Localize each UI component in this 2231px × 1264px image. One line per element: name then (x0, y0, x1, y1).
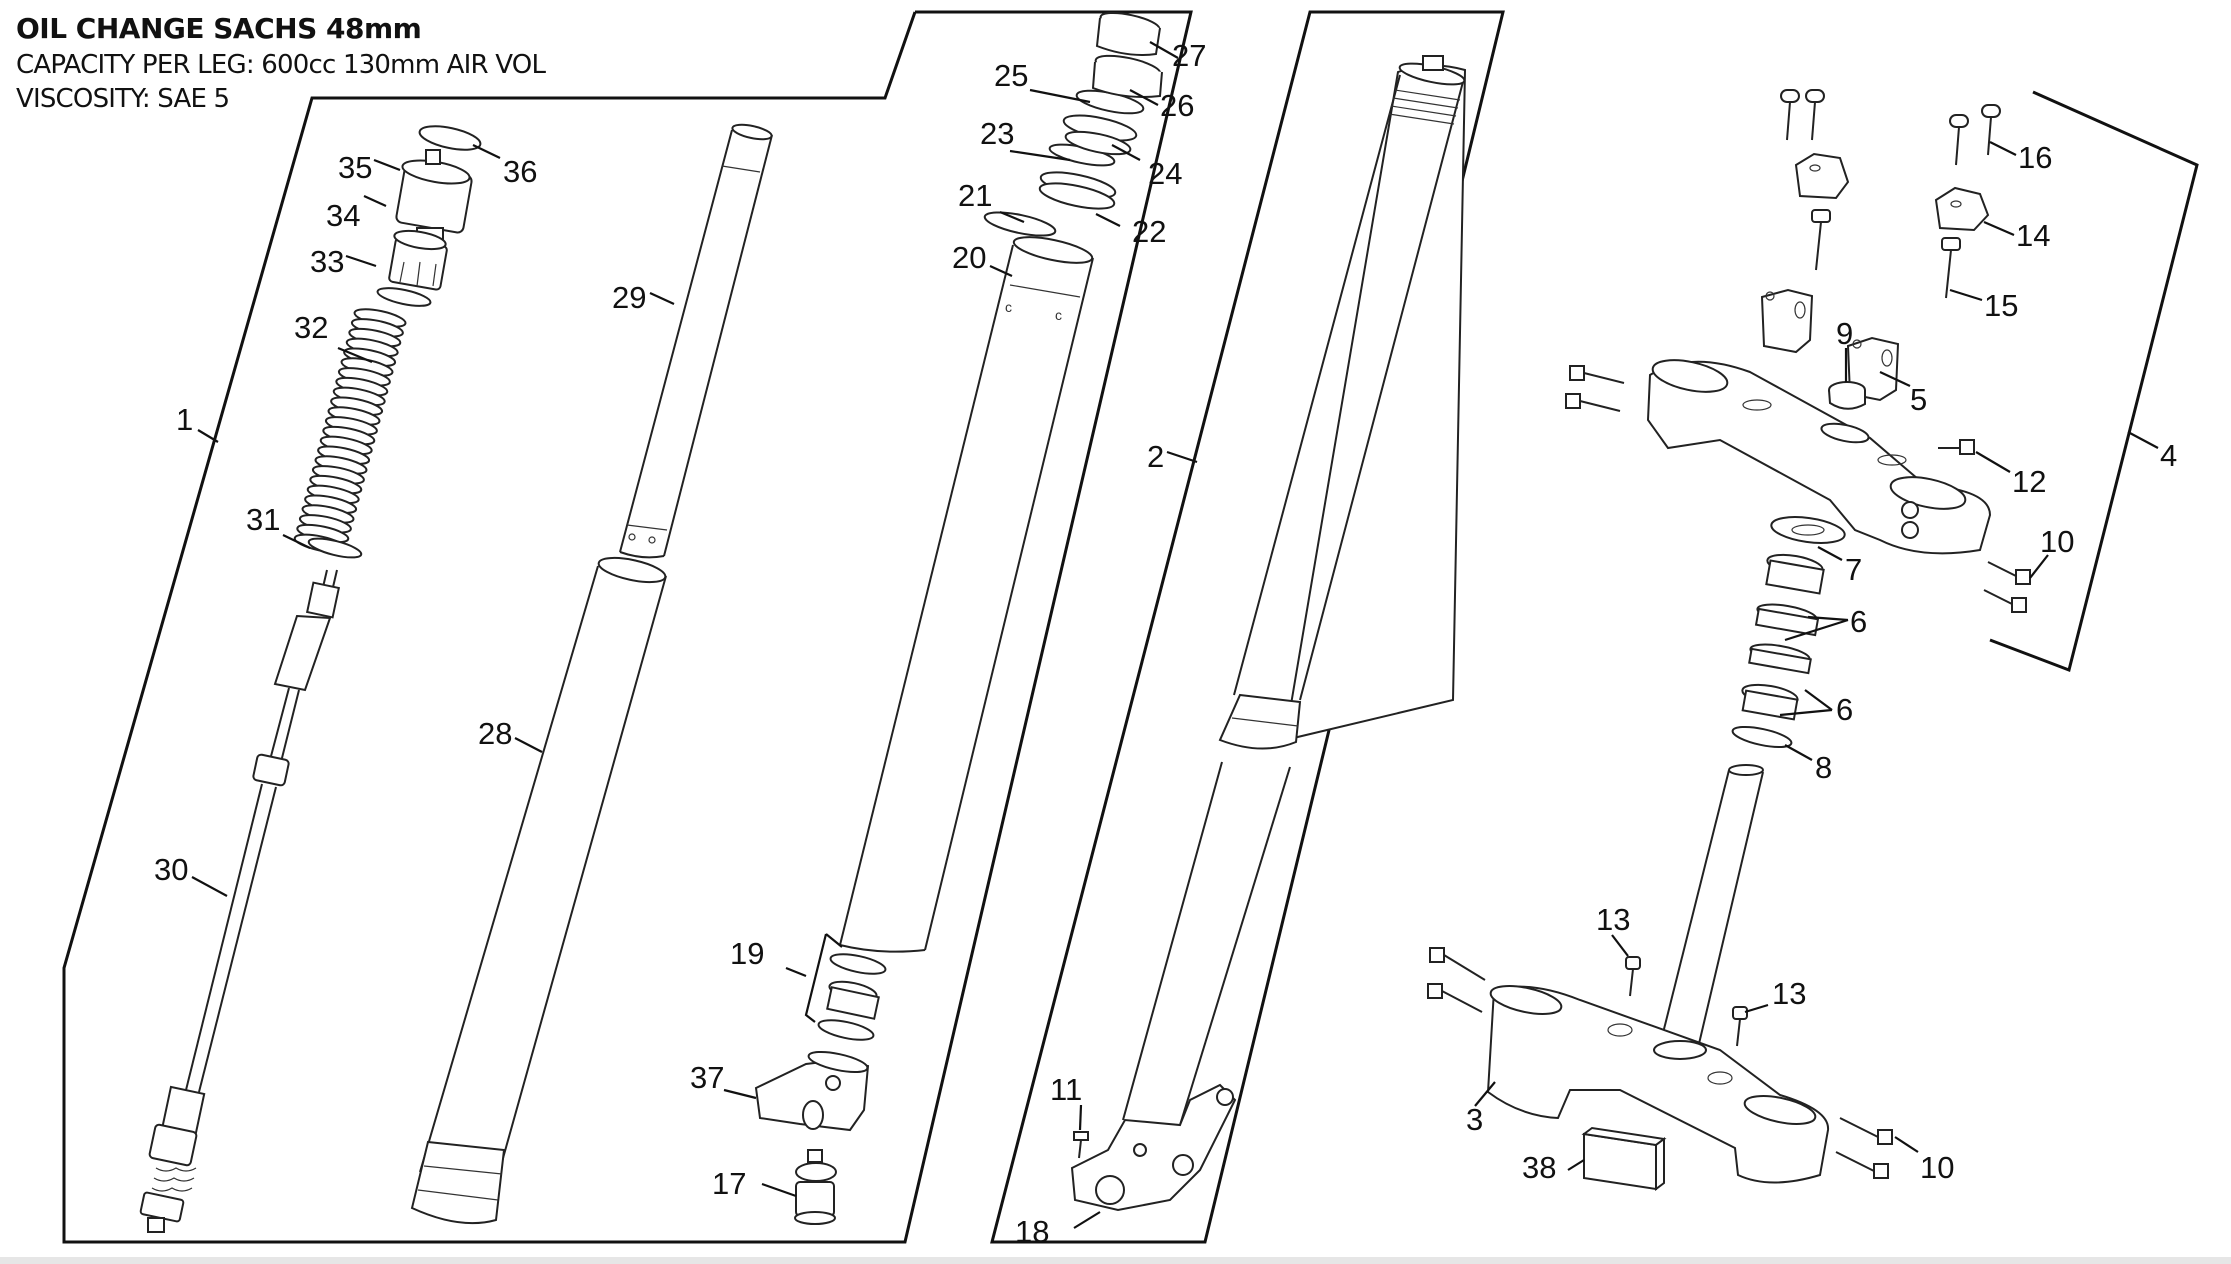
callout-19: 19 (730, 936, 764, 971)
snap-ring-21 (983, 211, 1057, 237)
o-ring-36 (418, 125, 482, 151)
axle-clamp-37 (754, 1050, 870, 1132)
base-valve-17 (794, 1149, 837, 1225)
handlebar-riser-left-5 (1760, 288, 1814, 354)
bearing-lower-6 (1741, 643, 1812, 721)
svg-text:c: c (1055, 307, 1062, 323)
callout-38: 38 (1522, 1150, 1556, 1185)
callout-8: 8 (1815, 750, 1832, 785)
bolt-11 (1073, 1131, 1089, 1159)
callout-14: 14 (2016, 218, 2050, 253)
dust-cover-7 (1770, 516, 1846, 544)
damper-rod-30 (139, 569, 341, 1233)
callout-7: 7 (1845, 552, 1862, 587)
bottom-yoke-3 (1486, 985, 1830, 1184)
steering-nut-9 (1828, 381, 1866, 410)
bottom-edge-strip (0, 1257, 2231, 1264)
diagram-title: OIL CHANGE SACHS 48mm (16, 12, 422, 45)
bushing-22 (1038, 171, 1117, 210)
panel-frame-fork-leg (990, 10, 1505, 1244)
riser-bolts-15 (1811, 209, 1961, 299)
callout-34: 34 (326, 198, 360, 233)
callout-4: 4 (2160, 438, 2177, 473)
outer-tube-28 (410, 556, 667, 1225)
callout-32: 32 (294, 310, 328, 345)
callout-30: 30 (154, 852, 188, 887)
oil-capacity-note: CAPACITY PER LEG: 600cc 130mm AIR VOL (16, 50, 546, 80)
fork-leg-assembly-2 (1070, 55, 1467, 1212)
bolts-13 (1625, 956, 1748, 1047)
callout-13-left: 13 (1596, 902, 1630, 937)
callout-28: 28 (478, 716, 512, 751)
washer-33 (376, 287, 432, 307)
callout-23: 23 (980, 116, 1014, 151)
callout-29: 29 (612, 280, 646, 315)
diagram-header: OIL CHANGE SACHS 48mm CAPACITY PER LEG: … (16, 10, 546, 116)
callout-22: 22 (1132, 214, 1166, 249)
fork-spring-32 (293, 308, 407, 554)
callout-21: 21 (958, 178, 992, 213)
steering-stem (1659, 764, 1764, 1049)
bracket-frame-top-yoke-assembly (1989, 90, 2199, 672)
seal-kit-19 (804, 933, 887, 1041)
callout-16: 16 (2018, 140, 2052, 175)
callout-10-lower: 10 (1920, 1150, 1954, 1185)
pinch-bolts-top-yoke (1565, 365, 1625, 412)
callout-12: 12 (2012, 464, 2046, 499)
handlebar-clamp-left (1794, 152, 1850, 200)
callout-3: 3 (1466, 1102, 1483, 1137)
inner-slider-tube-20: c c (839, 236, 1094, 953)
bolts-10-upper (1983, 561, 2031, 613)
callout-17: 17 (712, 1166, 746, 1201)
cartridge-tube-29 (619, 123, 773, 559)
callout-5: 5 (1910, 382, 1927, 417)
callout-36: 36 (503, 154, 537, 189)
seal-24 (1062, 114, 1138, 156)
callout-24: 24 (1148, 156, 1182, 191)
callout-27: 27 (1172, 38, 1206, 73)
pad-38 (1581, 1126, 1667, 1191)
panel-frame-left-fork-internals (62, 10, 1193, 1244)
callout-10-upper: 10 (2040, 524, 2074, 559)
cap-27 (1095, 11, 1161, 56)
bearing-upper-6 (1754, 553, 1825, 637)
handlebar-clamp-14 (1934, 186, 1990, 232)
svg-text:c: c (1005, 299, 1012, 315)
callout-6-lower: 6 (1836, 692, 1853, 727)
bolts-10-lower (1835, 1117, 1893, 1179)
callout-13-right: 13 (1772, 976, 1806, 1011)
callout-26: 26 (1160, 88, 1194, 123)
pinch-bolts-bottom-yoke (1427, 947, 1486, 1013)
bolt-12 (1938, 439, 1975, 455)
callout-25: 25 (994, 58, 1028, 93)
callout-1: 1 (176, 402, 193, 437)
leader-lines (191, 41, 2159, 1229)
callout-11: 11 (1050, 1072, 1082, 1107)
top-cap-35 (395, 149, 473, 243)
seal-8 (1731, 725, 1793, 749)
callout-18: 18 (1015, 1214, 1049, 1249)
callout-31: 31 (246, 502, 280, 537)
washer-31 (307, 537, 363, 559)
callout-33: 33 (310, 244, 344, 279)
callout-9: 9 (1836, 316, 1853, 351)
callout-20: 20 (952, 240, 986, 275)
callout-35: 35 (338, 150, 372, 185)
callout-6-upper: 6 (1850, 604, 1867, 639)
clamp-bolts-16 (1780, 89, 2001, 166)
dust-seal-26 (1091, 54, 1163, 98)
oil-viscosity-note: VISCOSITY: SAE 5 (16, 84, 230, 114)
callout-37: 37 (690, 1060, 724, 1095)
top-yoke-4 (1646, 359, 1992, 555)
callout-15: 15 (1984, 288, 2018, 323)
callout-2: 2 (1147, 439, 1164, 474)
adjuster-nut-34 (388, 229, 448, 291)
